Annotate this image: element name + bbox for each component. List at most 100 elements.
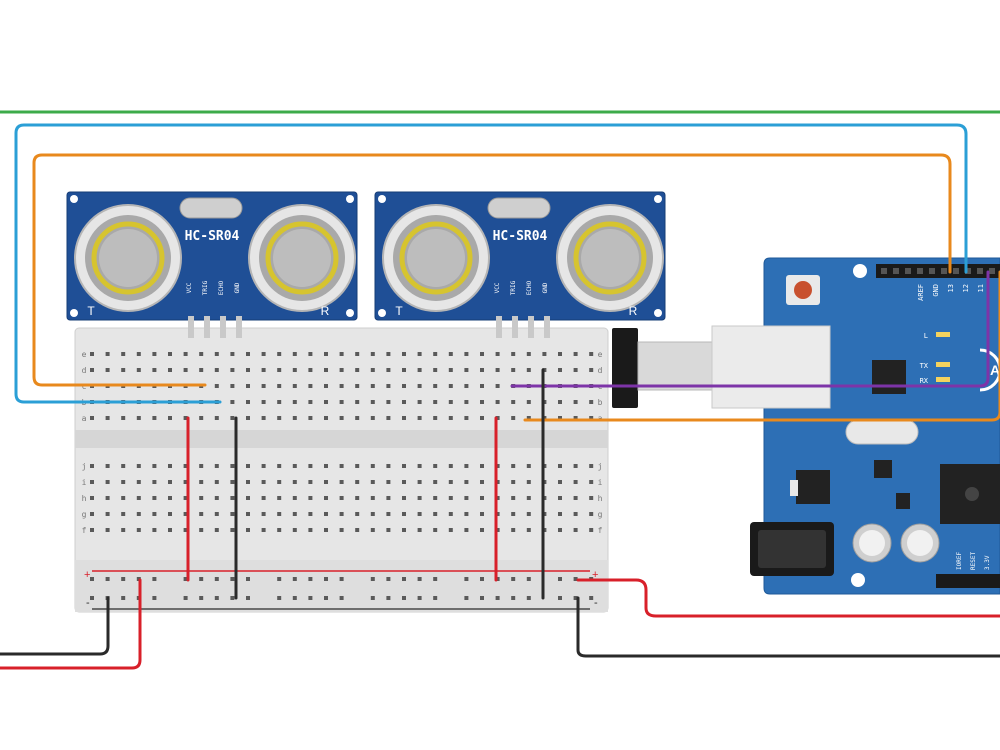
sensor-mount-hole <box>378 195 386 203</box>
breadboard-hole <box>589 352 594 356</box>
breadboard-hole <box>526 480 531 484</box>
breadboard-hole <box>308 480 313 484</box>
sensor-t-mark: T <box>87 304 95 318</box>
breadboard-hole <box>246 480 250 484</box>
breadboard-hole <box>90 464 94 468</box>
rail-hole <box>292 577 297 581</box>
rail-hole <box>480 596 484 600</box>
wire-black-left[interactable] <box>0 596 110 656</box>
breadboard-hole <box>230 512 235 516</box>
breadboard-hole <box>339 528 344 532</box>
wire-orange-echo[interactable] <box>32 153 952 387</box>
breadboard-hole <box>480 512 484 516</box>
usb-connector[interactable] <box>612 325 831 409</box>
breadboard-hole <box>308 384 313 388</box>
breadboard-hole <box>355 352 360 356</box>
breadboard-hole <box>464 480 469 484</box>
breadboard-hole <box>105 368 110 372</box>
breadboard-hole <box>448 496 453 500</box>
sensor-pin-label: ECHO <box>526 280 533 295</box>
breadboard-hole <box>480 352 484 356</box>
breadboard-hole <box>199 352 204 356</box>
breadboard-hole <box>558 416 562 420</box>
breadboard-hole <box>589 512 594 516</box>
breadboard-hole <box>292 416 297 420</box>
breadboard-hole <box>417 496 422 500</box>
breadboard-hole <box>261 416 266 420</box>
breadboard-hole <box>168 496 172 500</box>
sensor-mount-hole <box>346 309 354 317</box>
breadboard-hole <box>402 512 406 516</box>
breadboard-hole <box>105 512 110 516</box>
breadboard-hole <box>402 528 406 532</box>
sensor-pin <box>496 316 502 338</box>
rail-hole <box>386 596 391 600</box>
breadboard-hole <box>230 496 235 500</box>
breadboard-hole <box>573 464 578 468</box>
breadboard-hole <box>214 512 219 516</box>
breadboard-hole <box>230 352 235 356</box>
breadboard-hole <box>511 528 516 532</box>
transducer-center <box>99 229 157 287</box>
breadboard-hole <box>261 512 266 516</box>
wire-red-power[interactable] <box>576 578 1000 618</box>
breadboard-hole <box>526 464 531 468</box>
rail-hole <box>433 577 438 581</box>
breadboard-hole <box>277 352 282 356</box>
rail-hole <box>308 577 313 581</box>
breadboard-hole <box>573 400 578 404</box>
breadboard-hole <box>417 512 422 516</box>
sensor-pin-label: TRIG <box>510 280 517 295</box>
mount-hole <box>851 573 865 587</box>
breadboard-hole <box>558 368 562 372</box>
breadboard-hole <box>246 464 250 468</box>
sensor-crystal <box>179 197 243 219</box>
header-pin <box>989 268 995 274</box>
breadboard-hole <box>246 496 250 500</box>
breadboard-hole <box>589 416 594 420</box>
breadboard-hole <box>370 400 375 404</box>
rail-hole <box>402 577 406 581</box>
rail-hole <box>495 596 500 600</box>
breadboard-hole <box>526 512 531 516</box>
breadboard-hole <box>214 480 219 484</box>
wire-black-power[interactable] <box>576 596 1000 658</box>
transducer-ring <box>399 221 473 295</box>
breadboard-hole <box>495 480 500 484</box>
breadboard-hole <box>433 528 438 532</box>
breadboard-hole <box>152 352 157 356</box>
transducer-center <box>407 229 465 287</box>
breadboard-hole <box>152 496 157 500</box>
row-letter: d <box>82 366 87 375</box>
header-pin <box>917 268 923 274</box>
wire-blue-trig[interactable] <box>14 123 968 404</box>
breadboard-hole <box>526 496 531 500</box>
sensor-mount-hole <box>346 195 354 203</box>
rail-hole <box>214 596 219 600</box>
sensor-pin <box>220 316 226 338</box>
breadboard-hole <box>105 352 110 356</box>
rail-hole <box>573 577 578 581</box>
wire-purple-trig-2[interactable] <box>510 270 990 388</box>
wire-red-left[interactable] <box>0 578 142 670</box>
breadboard-hole <box>199 512 204 516</box>
breadboard-hole <box>308 400 313 404</box>
transducer-ring <box>91 221 165 295</box>
breadboard-hole <box>402 384 406 388</box>
breadboard-hole <box>480 368 484 372</box>
rail-hole <box>230 596 235 600</box>
digital-header-pins <box>881 268 995 274</box>
rail-hole <box>152 596 157 600</box>
breadboard-hole <box>277 416 282 420</box>
rail-hole <box>230 577 235 581</box>
rail-hole <box>246 596 250 600</box>
breadboard-hole <box>136 512 141 516</box>
breadboard-hole <box>558 352 562 356</box>
breadboard-hole <box>246 528 250 532</box>
rail-hole <box>464 596 469 600</box>
breadboard-hole <box>573 528 578 532</box>
header-pin <box>965 268 971 274</box>
breadboard-hole <box>386 352 391 356</box>
transducer-ring <box>265 221 339 295</box>
